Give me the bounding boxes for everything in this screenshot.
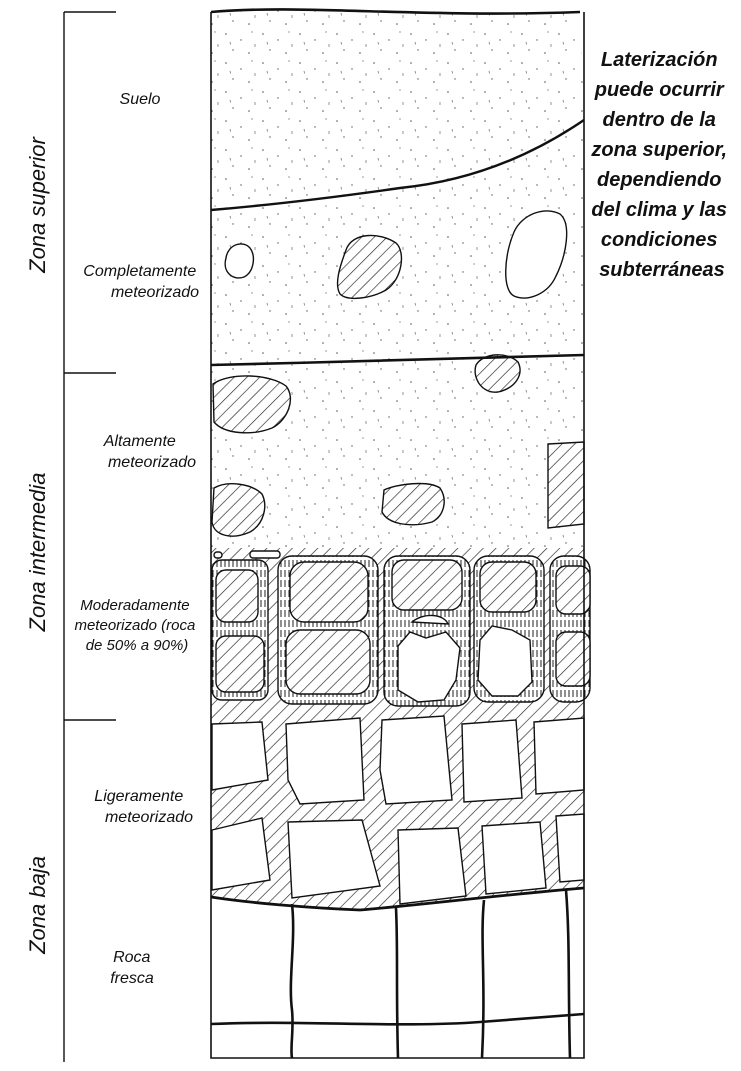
- label-fresh-rock: Roca fresca: [110, 949, 155, 987]
- zone-label-upper: Zona superior: [25, 135, 50, 273]
- zone-label-lower: Zona baja: [25, 856, 50, 955]
- label-highly-weathered: Altamente meteorizado: [103, 433, 196, 471]
- label-soil: Suelo: [120, 91, 161, 108]
- profile-column: [211, 9, 584, 1058]
- label-slightly-weathered: Ligeramente meteorizado: [94, 788, 193, 826]
- label-completely-weathered: Completamente meteorizado: [83, 263, 200, 301]
- rock-blocks-moderately-weathered: [212, 551, 590, 706]
- laterization-note: Laterización puede ocurrir dentro de la …: [590, 49, 732, 281]
- zone-axis: [64, 12, 116, 1062]
- label-moderately-weathered: Moderadamente meteorizado (roca de 50% a…: [74, 597, 199, 654]
- zone-label-intermediate: Zona intermedia: [25, 473, 50, 633]
